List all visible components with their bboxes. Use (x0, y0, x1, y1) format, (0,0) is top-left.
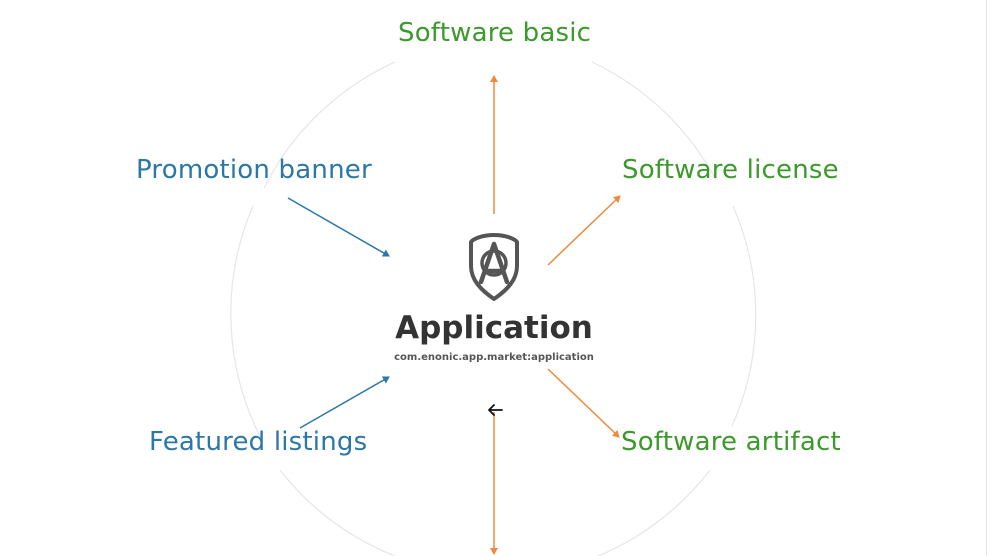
node-promotion-banner[interactable]: Promotion banner (136, 155, 372, 185)
orbit-ring-arc (731, 205, 757, 427)
node-software-artifact[interactable]: Software artifact (621, 427, 841, 457)
shield-a-icon (469, 233, 519, 301)
orbit-ring-arc (263, 61, 396, 189)
panel-divider (986, 0, 987, 556)
orbit-ring-arc (597, 469, 711, 556)
arrow-to-software-license (547, 195, 621, 266)
content-type-title: Application (395, 310, 593, 346)
content-type-name: com.enonic.app.market:application (394, 352, 594, 363)
arrow-from-promotion-banner (287, 197, 390, 257)
node-software-basic[interactable]: Software basic (398, 18, 592, 48)
arrow-to-software-artifact (547, 368, 620, 438)
orbit-ring-arc (279, 469, 396, 556)
orbit-ring-arc (230, 205, 263, 441)
node-software-license[interactable]: Software license (622, 155, 839, 185)
arrow-left-icon[interactable] (484, 399, 506, 421)
node-featured-listings[interactable]: Featured listings (149, 427, 368, 457)
arrow-from-featured-listings (299, 376, 390, 429)
orbit-ring-arc (591, 61, 717, 181)
